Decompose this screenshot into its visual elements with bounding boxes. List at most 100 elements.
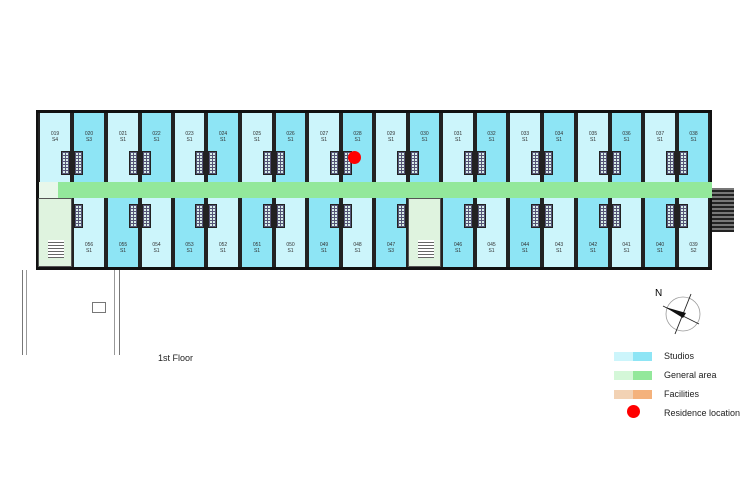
room-type: S1 (454, 137, 462, 143)
bathroom (612, 151, 621, 175)
room-number: 043 (554, 242, 564, 248)
bathroom (208, 151, 217, 175)
compass-north-label: N (655, 288, 663, 299)
bathroom (142, 204, 151, 228)
exterior-outline-inner (114, 270, 115, 355)
room-number: 038 (689, 131, 698, 137)
bathroom (531, 204, 540, 228)
room-type: S1 (589, 248, 597, 254)
room-type: S1 (287, 137, 294, 143)
room-type: S1 (219, 248, 227, 254)
legend-swatch (614, 371, 652, 380)
bathroom (276, 204, 285, 228)
bathroom (397, 204, 406, 228)
room-number: 046 (453, 242, 463, 248)
room-number: 033 (520, 131, 530, 137)
bathroom (464, 204, 473, 228)
exterior-fixture (92, 302, 106, 313)
bathroom (477, 204, 486, 228)
room-type: S1 (656, 248, 664, 254)
bathroom (544, 151, 553, 175)
bathroom (666, 204, 675, 228)
bathroom (666, 151, 675, 175)
room-number: 053 (185, 242, 194, 248)
room-type: S1 (589, 137, 597, 143)
room-type: S1 (253, 248, 261, 254)
bathroom (679, 204, 688, 228)
room-number: 035 (588, 131, 598, 137)
room-number: 052 (218, 242, 228, 248)
room-type: S1 (421, 137, 428, 143)
stairwell (408, 198, 441, 267)
room-type: S1 (521, 248, 529, 254)
room-type: S1 (623, 248, 630, 254)
room-type: S1 (690, 137, 697, 143)
room-number: 036 (622, 131, 631, 137)
exterior-outline-inner (26, 270, 27, 355)
bathroom (599, 204, 608, 228)
room-type: S3 (85, 137, 93, 143)
room-number: 041 (622, 242, 631, 248)
room-type: S1 (153, 248, 160, 254)
room-number: 021 (118, 131, 128, 137)
bathroom (330, 151, 339, 175)
room-type: S1 (85, 248, 93, 254)
bathroom (61, 151, 70, 175)
room-type: S1 (623, 137, 630, 143)
bathroom (195, 151, 204, 175)
bathroom (330, 204, 339, 228)
bathroom (195, 204, 204, 228)
bathroom (129, 151, 138, 175)
room-number: 023 (185, 131, 194, 137)
bathroom (679, 151, 688, 175)
room-type: S1 (555, 248, 563, 254)
room-type: S1 (186, 248, 193, 254)
room-type: S1 (555, 137, 563, 143)
room-number: 028 (353, 131, 362, 137)
bathroom (263, 151, 272, 175)
bathroom (74, 204, 83, 228)
room-number: 024 (218, 131, 228, 137)
exterior-stairs (712, 188, 734, 232)
room-number: 047 (386, 242, 396, 248)
bathroom (343, 204, 352, 228)
